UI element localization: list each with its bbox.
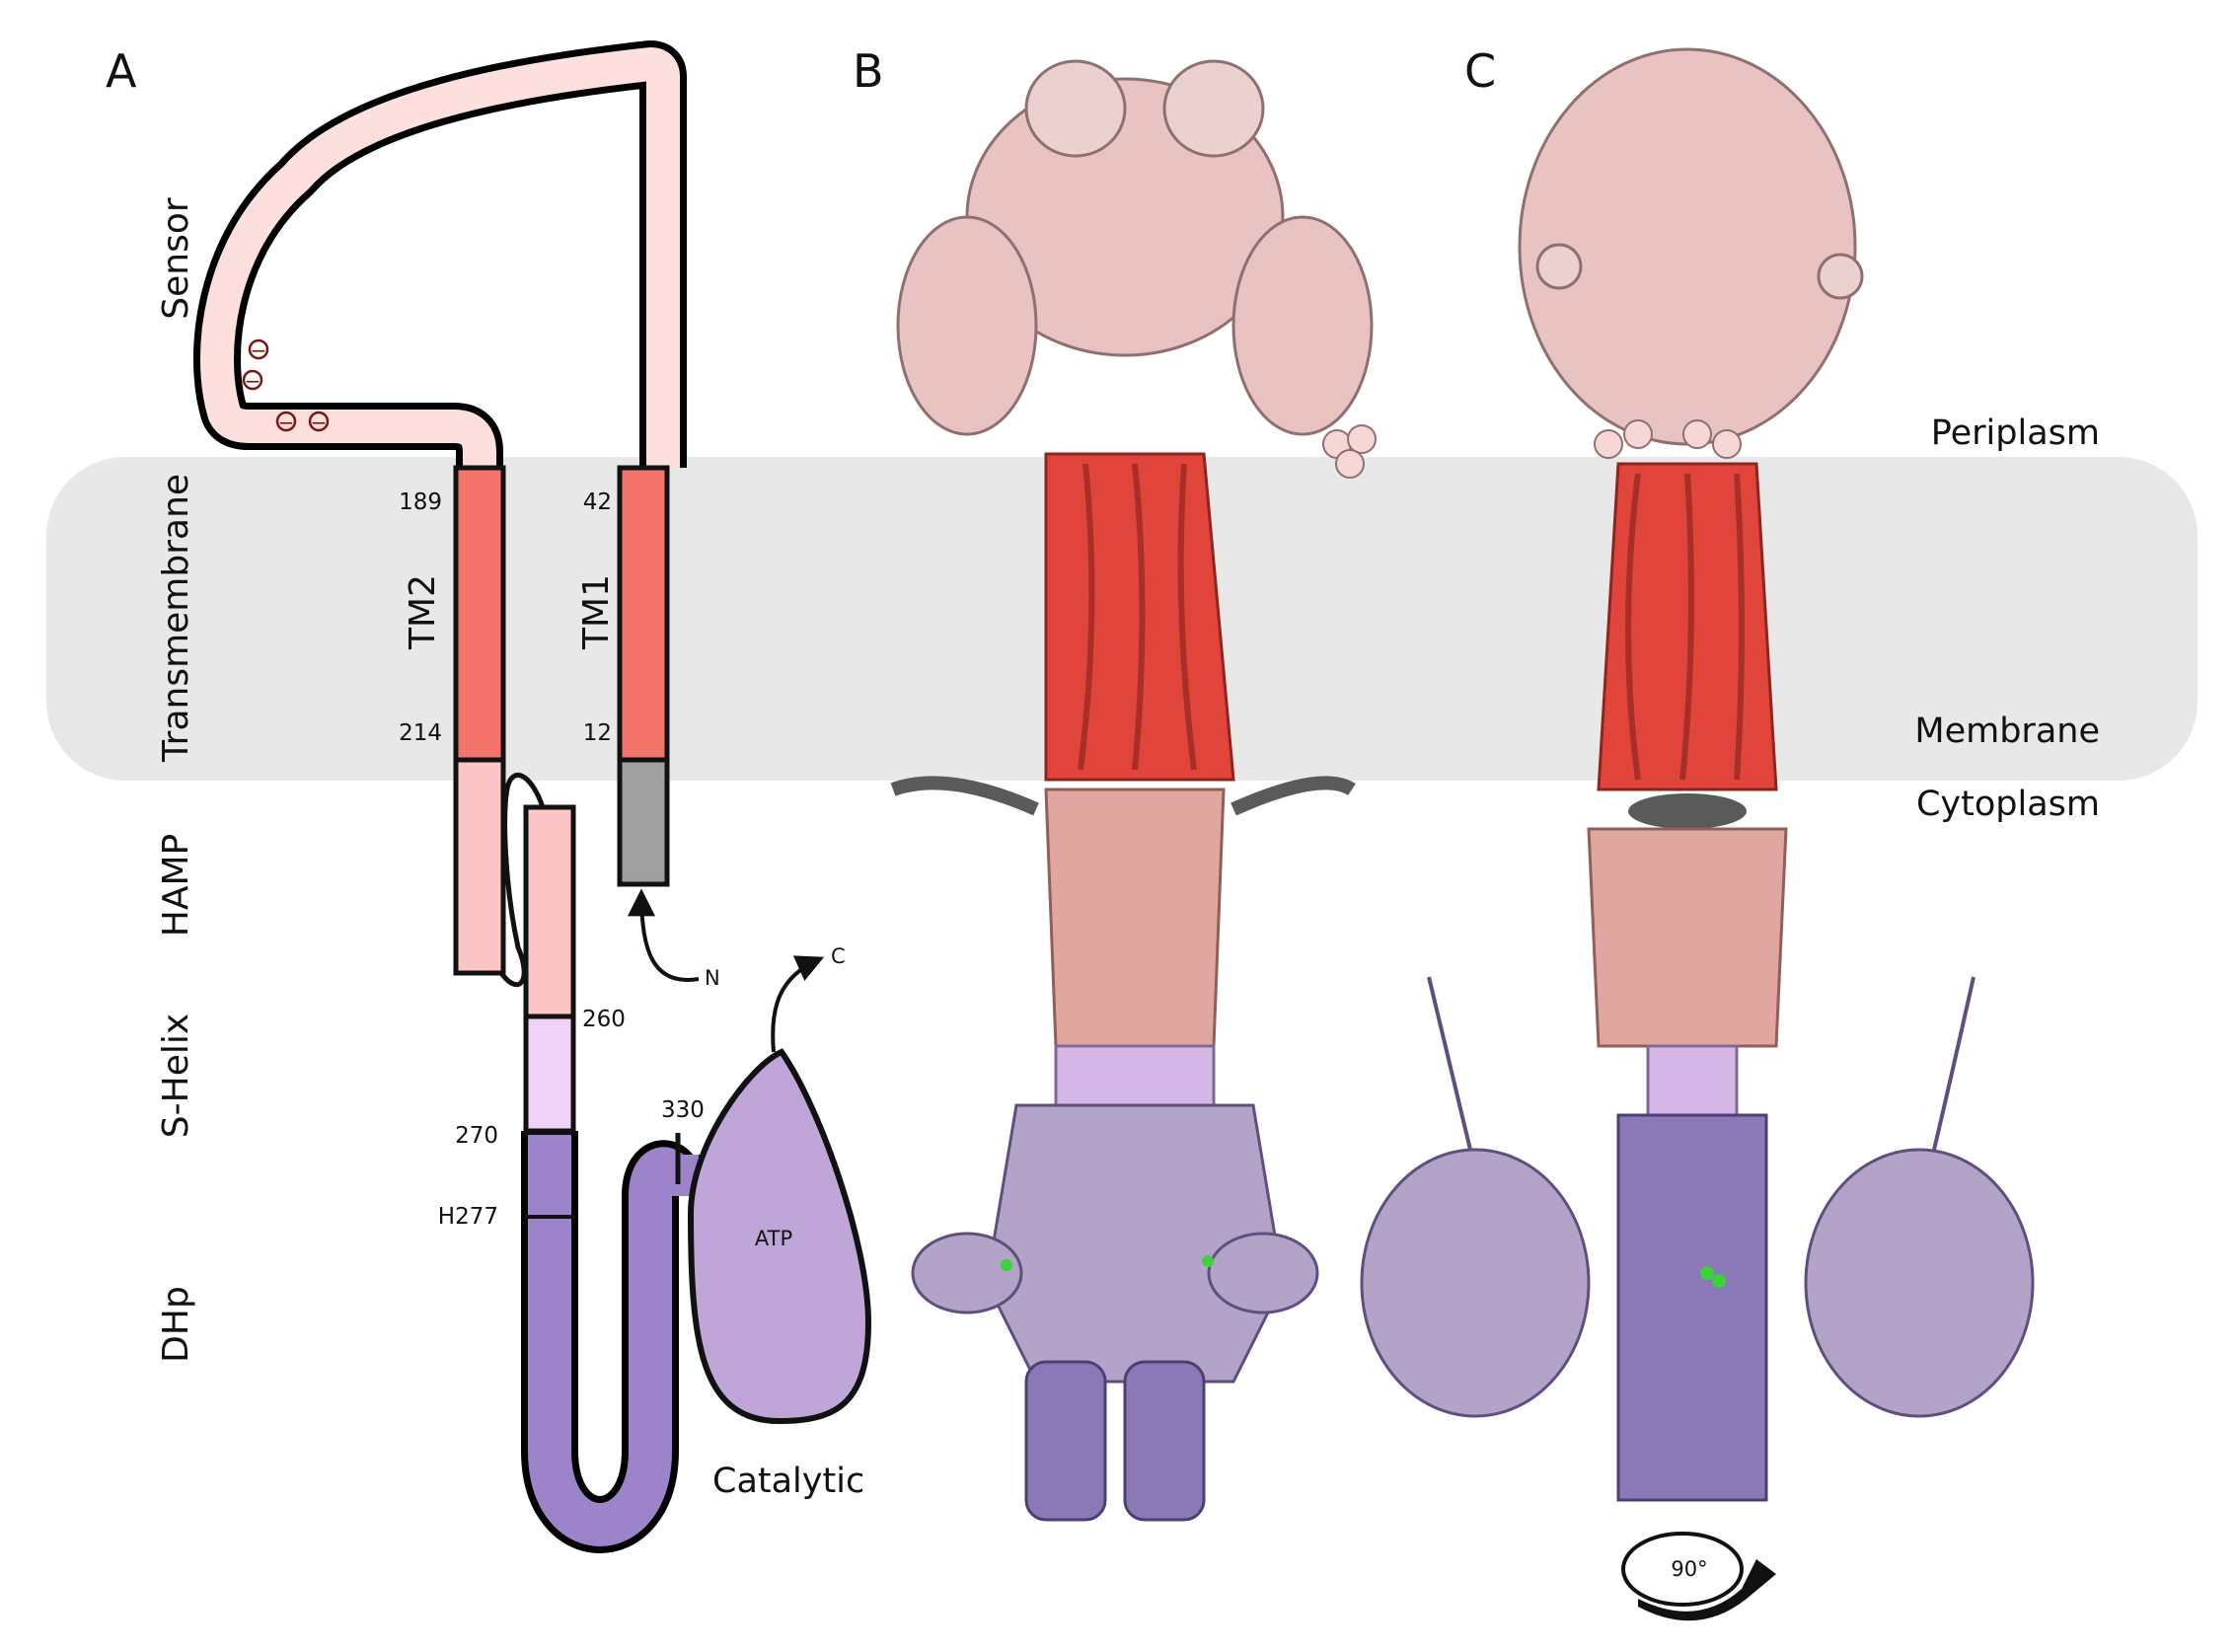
catalytic-label: Catalytic: [712, 1462, 864, 1501]
label-sensor: Sensor: [156, 197, 196, 320]
charge-icon: [248, 338, 269, 360]
residue-260: 260: [582, 1007, 626, 1032]
charge-symbol: −: [278, 411, 295, 434]
label-membrane: Membrane: [1914, 712, 2100, 751]
tm2-helix: [453, 465, 506, 763]
residue-214: 214: [399, 720, 442, 746]
n-terminus-arrow: [628, 888, 700, 983]
residue-12: 12: [583, 720, 612, 746]
residue-330: 330: [661, 1097, 705, 1123]
s-helix-segment: [523, 1014, 576, 1134]
residue-189: 189: [399, 489, 442, 515]
rotation-indicator: 90°: [1621, 1532, 1776, 1621]
tm1-helix: [617, 465, 670, 763]
label-hamp: HAMP: [156, 834, 196, 937]
catalytic-atp-domain: [687, 1048, 872, 1425]
rotation-arrow-icon: [1638, 1559, 1776, 1621]
panel-letter-a: A: [106, 44, 137, 98]
charge-icon: [242, 369, 263, 391]
charge-symbol: −: [245, 369, 261, 393]
charge-icon: [308, 411, 330, 432]
residue-42: 42: [583, 489, 612, 515]
charge-symbol: −: [311, 411, 328, 434]
sensor-domain-shape: [193, 40, 687, 476]
label-cytoplasm: Cytoplasm: [1916, 785, 2100, 824]
c-terminus-arrow: [771, 955, 825, 1053]
hamp-helix-2: [523, 804, 576, 1019]
label-s-helix: S-Helix: [156, 1014, 196, 1138]
n-terminal-segment: [617, 757, 670, 887]
label-transmembrane: Transmembrane: [156, 474, 196, 763]
label-dhp: DHp: [156, 1286, 196, 1363]
dhp-hairpin: [521, 1131, 706, 1553]
n-terminus-label: N: [705, 966, 720, 990]
rotation-label: 90°: [1671, 1557, 1707, 1581]
charge-markers: − − − −: [242, 338, 330, 434]
hamp-helix-1: [453, 757, 506, 976]
c-terminus-label: C: [831, 944, 846, 968]
label-periplasm: Periplasm: [1931, 413, 2100, 453]
tm1-label: TM1: [576, 574, 617, 650]
atp-label: ATP: [755, 1227, 792, 1250]
residue-277: H277: [438, 1204, 498, 1230]
panel-letter-c: C: [1464, 44, 1496, 98]
residue-270: 270: [455, 1123, 498, 1149]
hamp-connector-loop: [498, 772, 546, 988]
tm2-label: TM2: [403, 574, 443, 650]
charge-symbol: −: [251, 338, 267, 362]
charge-icon: [275, 411, 297, 432]
structure-b: [890, 59, 1377, 1522]
structure-c: [1360, 47, 2035, 1502]
panel-letter-b: B: [853, 44, 884, 98]
